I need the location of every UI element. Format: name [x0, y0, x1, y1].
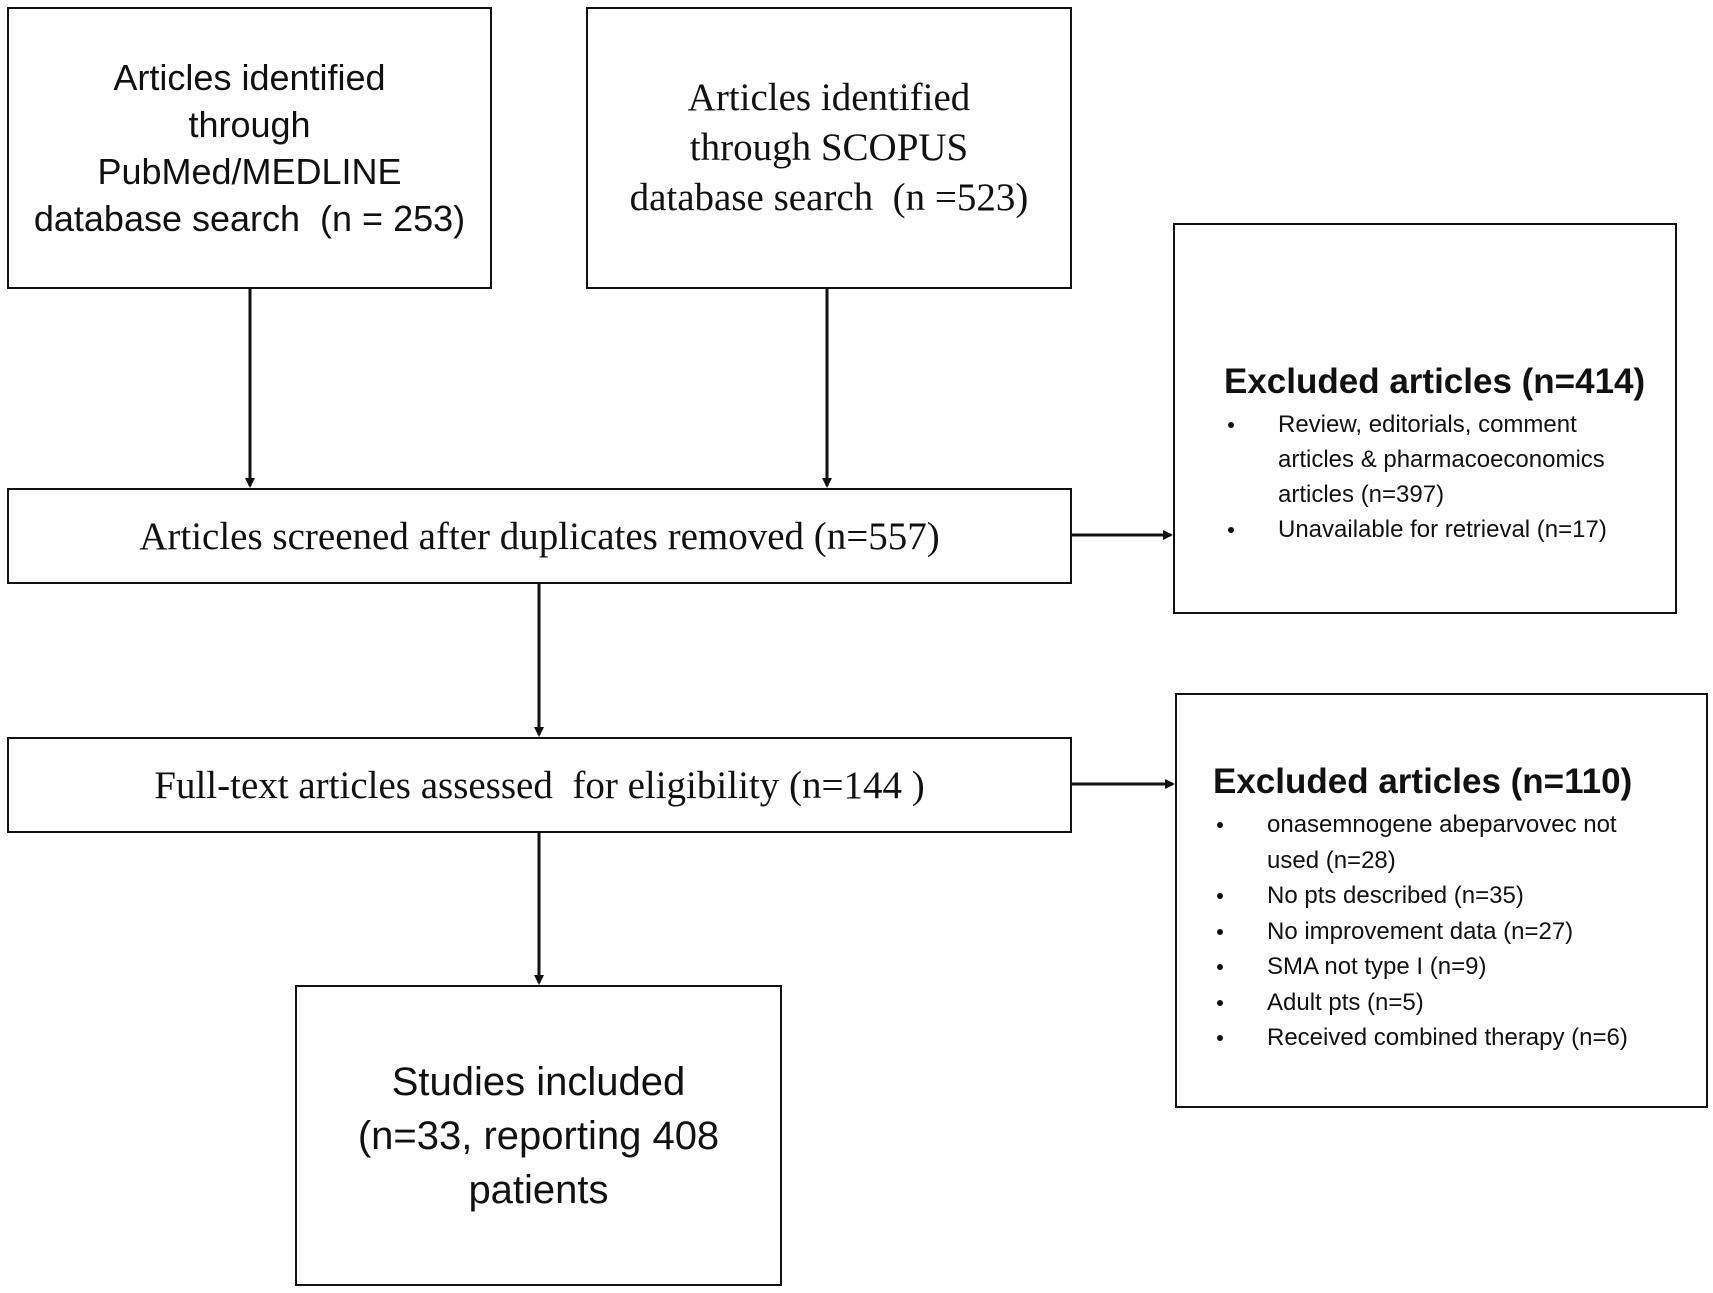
screened-box: Articles screened after duplicates remov… — [7, 488, 1072, 584]
excluded-title: Excluded articles (n=414) — [1224, 362, 1646, 401]
excluded-item: SMA not type I (n=9) — [1213, 949, 1663, 985]
bullet-icon — [1217, 999, 1223, 1006]
excluded-box-screening: Excluded articles (n=414) Review, editor… — [1173, 223, 1677, 614]
excluded-item: Unavailable for retrieval (n=17) — [1224, 512, 1624, 547]
excluded-item-text: Review, editorials, comment articles & p… — [1278, 411, 1605, 508]
included-line-3: patients — [468, 1167, 609, 1212]
fulltext-text: Full-text articles assessed for eligibil… — [154, 763, 925, 807]
excluded-item: onasemnogene abeparvovec not used (n=28) — [1213, 807, 1663, 878]
scopus-line-1: Articles identified — [687, 76, 971, 119]
excluded-item-text: onasemnogene abeparvovec not used (n=28) — [1267, 811, 1617, 874]
excluded-item: No improvement data (n=27) — [1213, 914, 1663, 950]
scopus-line-2: through SCOPUS — [689, 126, 969, 169]
excluded-list: onasemnogene abeparvovec not used (n=28)… — [1213, 807, 1663, 1056]
included-line-2: (n=33, reporting 408 — [357, 1113, 720, 1158]
pubmed-line-1: Articles identified — [113, 57, 386, 98]
scopus-line-3: database search (n =523) — [629, 176, 1029, 219]
pubmed-line-3: PubMed/MEDLINE — [97, 151, 402, 192]
excluded-item-text: No improvement data (n=27) — [1267, 917, 1574, 945]
included-box: Studies included (n=33, reporting 408 pa… — [295, 985, 782, 1286]
excluded-item: No pts described (n=35) — [1213, 878, 1663, 914]
pubmed-line-4: database search (n = 253) — [33, 198, 466, 239]
excluded-item: Received combined therapy (n=6) — [1213, 1020, 1663, 1056]
excluded-list: Review, editorials, comment articles & p… — [1224, 407, 1624, 547]
excluded-item-text: SMA not type I (n=9) — [1267, 953, 1487, 980]
bullet-icon — [1217, 893, 1223, 899]
screened-text: Articles screened after duplicates remov… — [139, 514, 940, 558]
excluded-item-text: Received combined therapy (n=6) — [1267, 1024, 1628, 1051]
excluded-title: Excluded articles (n=110) — [1213, 762, 1633, 801]
included-line-1: Studies included — [391, 1059, 686, 1104]
bullet-icon — [1228, 527, 1234, 533]
fulltext-box: Full-text articles assessed for eligibil… — [7, 737, 1072, 833]
excluded-item-text: Unavailable for retrieval (n=17) — [1278, 516, 1607, 543]
scopus-source-box: Articles identified through SCOPUS datab… — [586, 7, 1072, 289]
excluded-item: Adult pts (n=5) — [1213, 985, 1663, 1021]
pubmed-line-2: through — [188, 104, 311, 145]
excluded-box-eligibility: Excluded articles (n=110) onasemnogene a… — [1175, 693, 1708, 1108]
bullet-icon — [1228, 422, 1234, 428]
pubmed-source-box: Articles identified through PubMed/MEDLI… — [7, 7, 492, 289]
excluded-item: Review, editorials, comment articles & p… — [1224, 407, 1624, 512]
excluded-item-text: No pts described (n=35) — [1267, 882, 1524, 909]
bullet-icon — [1217, 822, 1223, 828]
excluded-item-text: Adult pts (n=5) — [1267, 988, 1424, 1016]
bullet-icon — [1217, 928, 1223, 935]
bullet-icon — [1217, 1035, 1223, 1041]
bullet-icon — [1217, 964, 1223, 970]
